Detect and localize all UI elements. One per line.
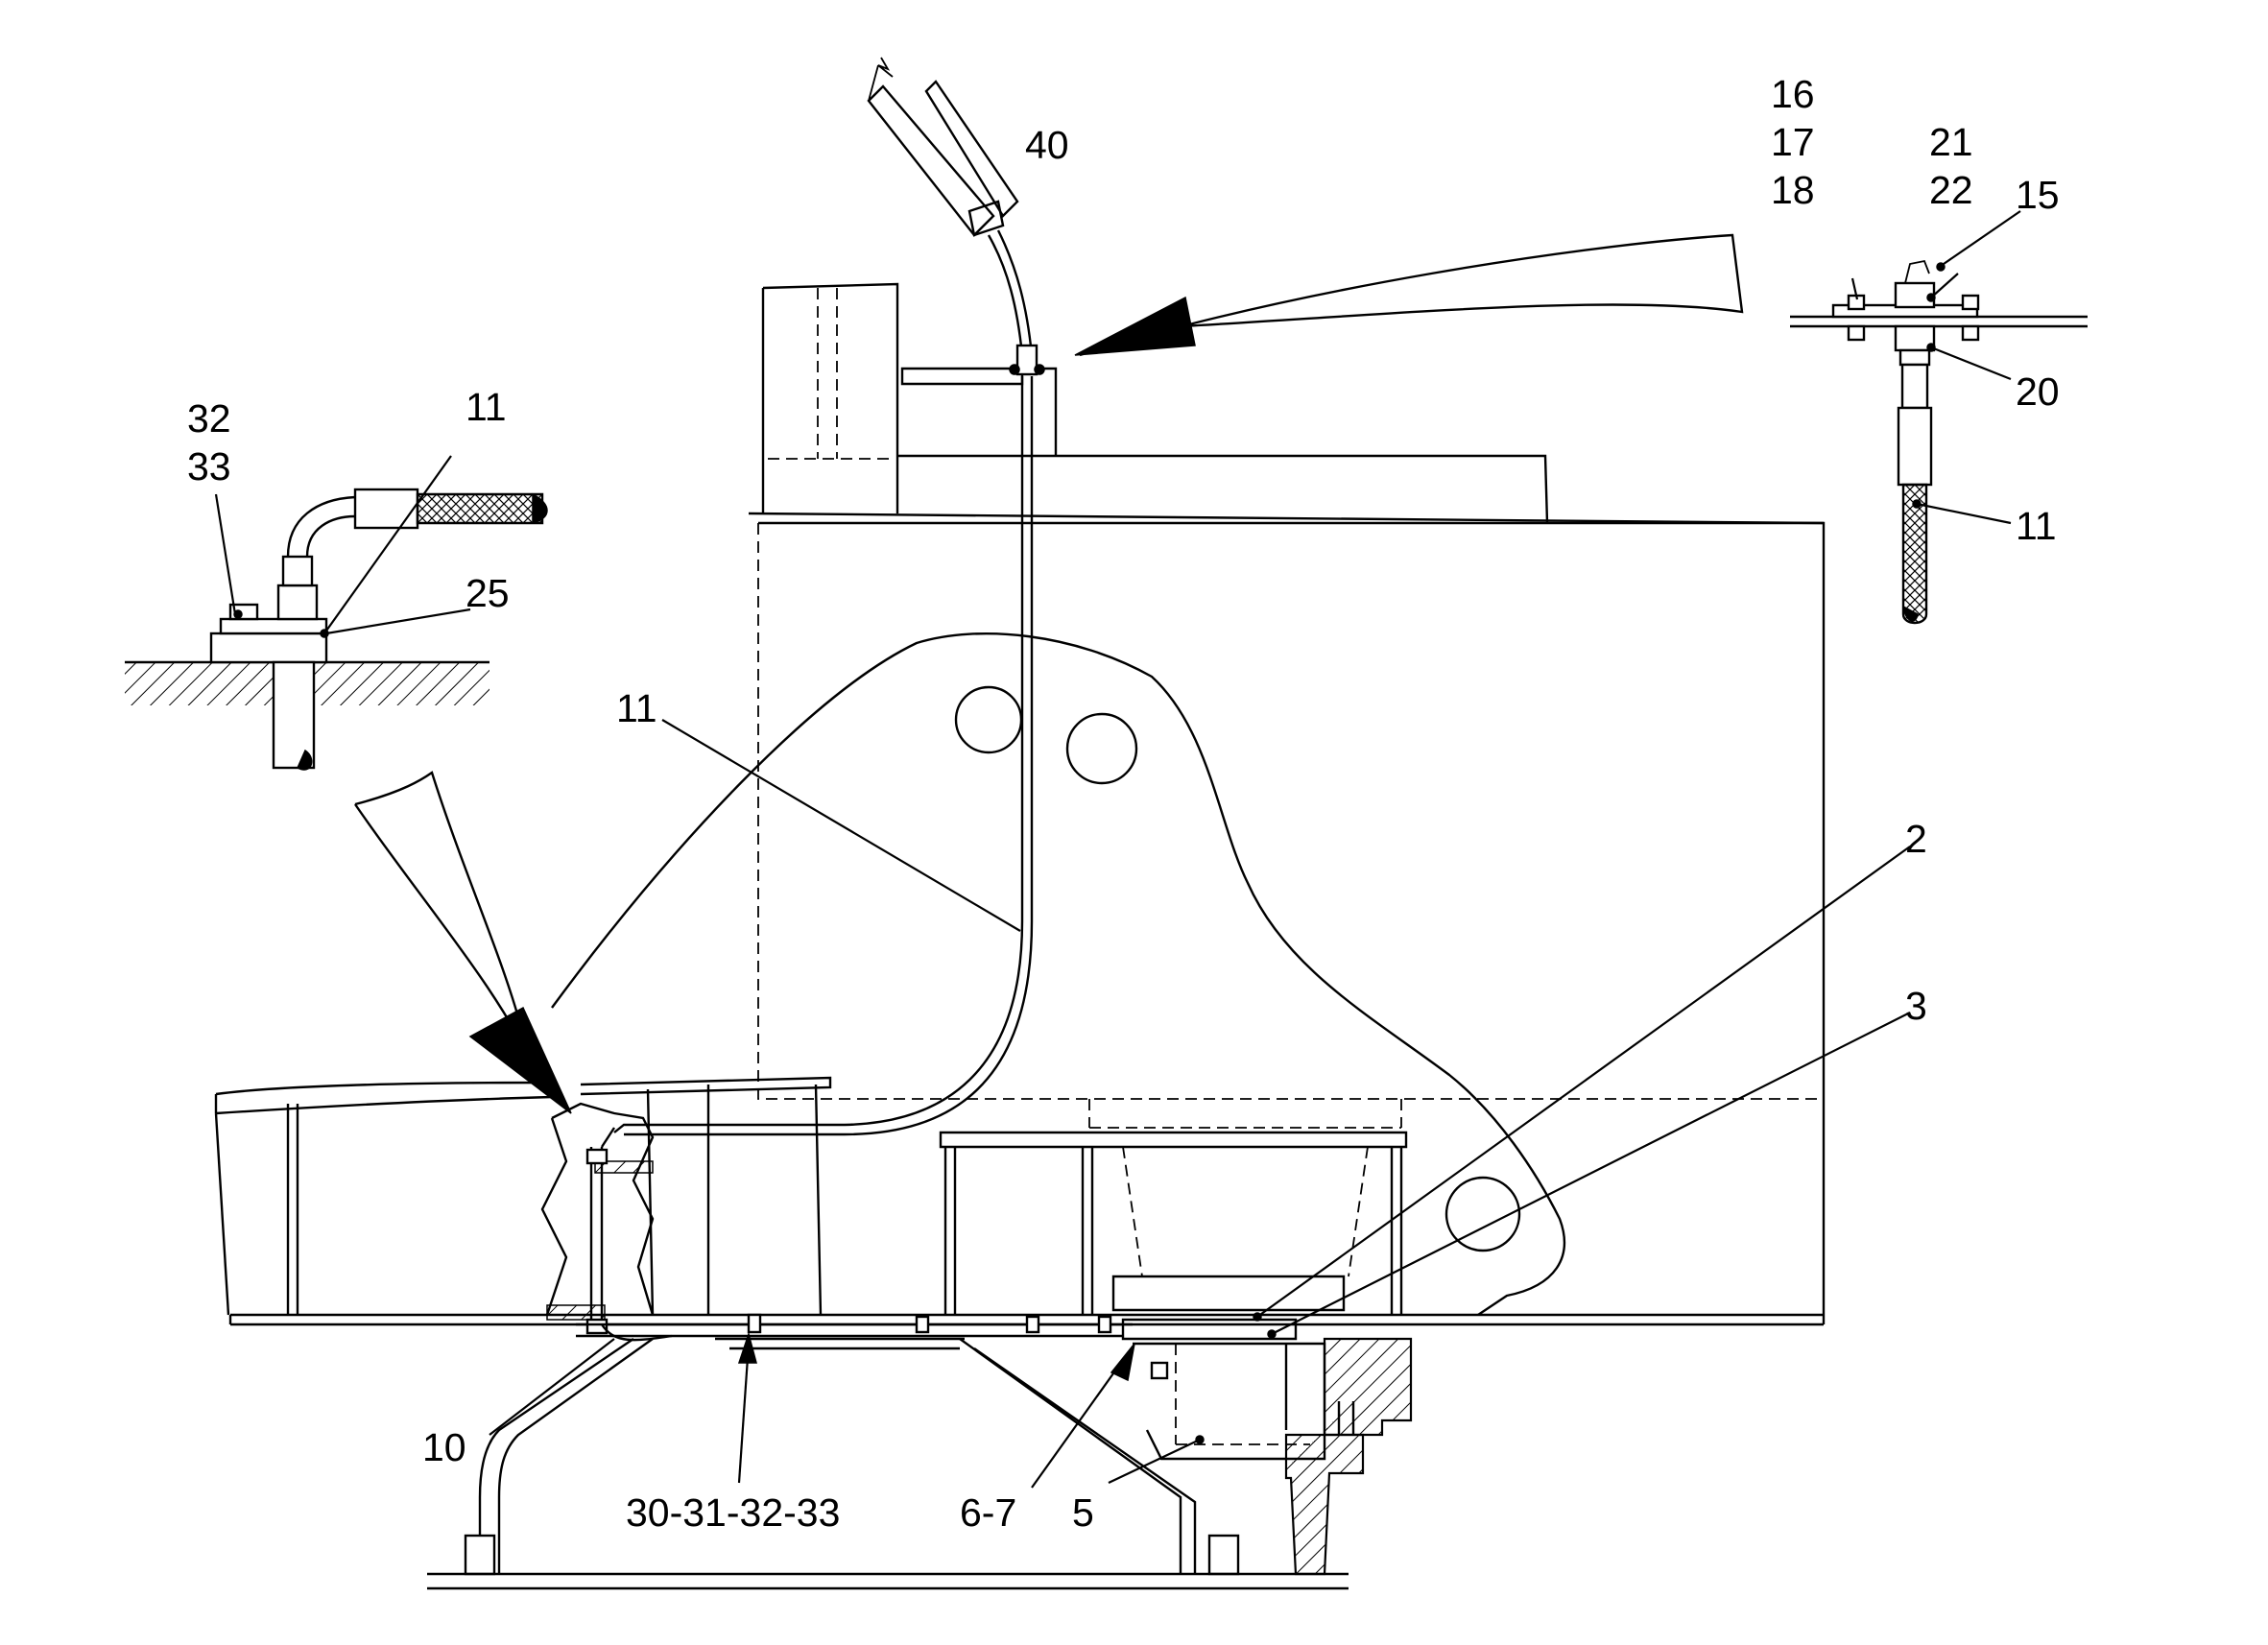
machine-frame	[228, 282, 1826, 1326]
callout-5: 5	[1072, 1490, 1094, 1535]
callout-22: 22	[1929, 168, 1973, 212]
detail-left-fitting	[125, 488, 548, 771]
callout-40: 40	[1025, 123, 1069, 167]
callout-21: 21	[1929, 120, 1973, 164]
lower-structure	[427, 1099, 1413, 1590]
leader-lines	[214, 210, 2021, 1489]
callout-20: 20	[2016, 370, 2060, 414]
callout-11-right: 11	[2016, 504, 2057, 548]
callout-labels: 40 16 17 18 21 22 15 20 11 32 33 11 25 1…	[187, 72, 2060, 1535]
callout-11-left: 11	[466, 385, 507, 429]
view-arrow-left	[354, 771, 572, 1114]
callout-11-main: 11	[616, 686, 657, 730]
callout-33: 33	[187, 444, 231, 489]
callout-6-7: 6-7	[960, 1490, 1016, 1535]
callout-16: 16	[1771, 72, 1815, 116]
callout-3: 3	[1905, 984, 1927, 1028]
grease-gun	[867, 57, 1045, 376]
view-arrow-top	[1074, 233, 1744, 357]
callout-25: 25	[466, 571, 510, 615]
callout-2: 2	[1905, 817, 1927, 861]
callout-10: 10	[422, 1425, 466, 1469]
callout-32: 32	[187, 396, 231, 441]
callout-30-31-32-33: 30-31-32-33	[626, 1490, 840, 1535]
detail-right-fitting	[1790, 259, 2088, 625]
callout-17: 17	[1771, 120, 1815, 164]
lubrication-line-main	[600, 376, 1034, 1342]
callout-15: 15	[2016, 173, 2060, 217]
left-frame-section	[214, 1076, 832, 1335]
callout-18: 18	[1771, 168, 1815, 212]
